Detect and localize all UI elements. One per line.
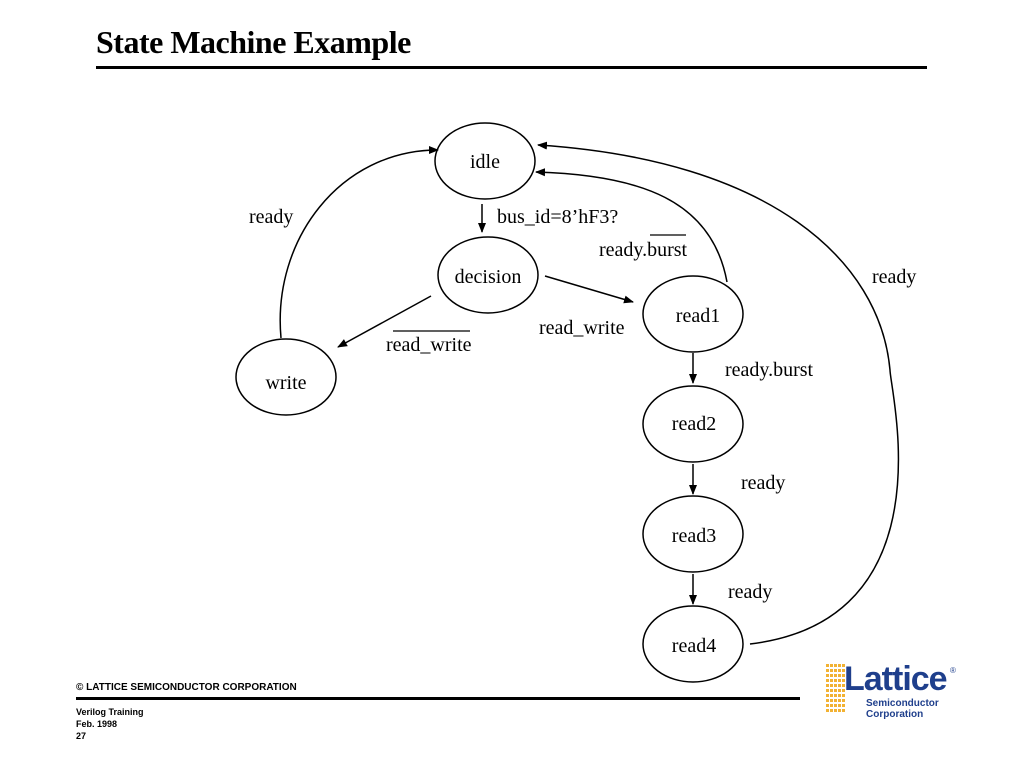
state-label: read1 (676, 305, 720, 327)
edge-read1-to-idle (535, 168, 728, 283)
state-decision: decision (437, 236, 539, 314)
state-label: decision (455, 266, 522, 288)
edge-label-read2-to-read3: ready (741, 472, 785, 494)
edge-label-write-to-idle: ready (249, 206, 293, 228)
state-label: read3 (672, 525, 716, 547)
edge-decision-to-write (337, 295, 432, 348)
logo-subtitle-1: Semiconductor (866, 698, 939, 709)
title-underline (96, 66, 927, 69)
edge-label-read1-to-idle: ready.burst (599, 239, 688, 261)
state-write: write (235, 338, 337, 416)
footer-page-number: 27 (76, 731, 87, 741)
edge-read4-to-idle (537, 141, 900, 645)
edge-label-read3-to-read4: ready (728, 581, 772, 603)
state-label: write (265, 372, 306, 394)
edge-decision-to-read1 (544, 275, 634, 304)
edge-label-decision-to-read1: read_write (539, 317, 625, 339)
edge-write-to-idle (279, 146, 439, 339)
state-label: read2 (672, 413, 716, 435)
state-idle: idle (434, 122, 536, 200)
edge-label-read1-to-read2: ready.burst (725, 359, 814, 381)
logo-registered-mark: ® (950, 666, 956, 675)
edge-label-decision-to-write: read_write (386, 334, 472, 356)
footer-date: Feb. 1998 (76, 719, 118, 729)
edge-label-read4-to-idle: ready (872, 266, 916, 288)
lattice-logo: Lattice ® Semiconductor Corporation (822, 660, 962, 720)
slide-title: State Machine Example (96, 24, 411, 60)
logo-subtitle-2: Corporation (866, 709, 924, 720)
state-read4: read4 (642, 605, 744, 683)
edge-label-idle-to-decision: bus_id=8’hF3? (497, 206, 618, 228)
state-label: read4 (672, 635, 716, 657)
footer-course: Verilog Training (76, 707, 144, 717)
footer-copyright: © LATTICE SEMICONDUCTOR CORPORATION (76, 682, 297, 693)
state-read2: read2 (642, 385, 744, 463)
state-read3: read3 (642, 495, 744, 573)
footer-divider (76, 697, 800, 700)
lattice-dot-grid-icon (826, 664, 845, 712)
logo-wordmark: Lattice (844, 660, 948, 698)
state-read1: read1 (642, 275, 744, 353)
state-label: idle (470, 151, 500, 173)
